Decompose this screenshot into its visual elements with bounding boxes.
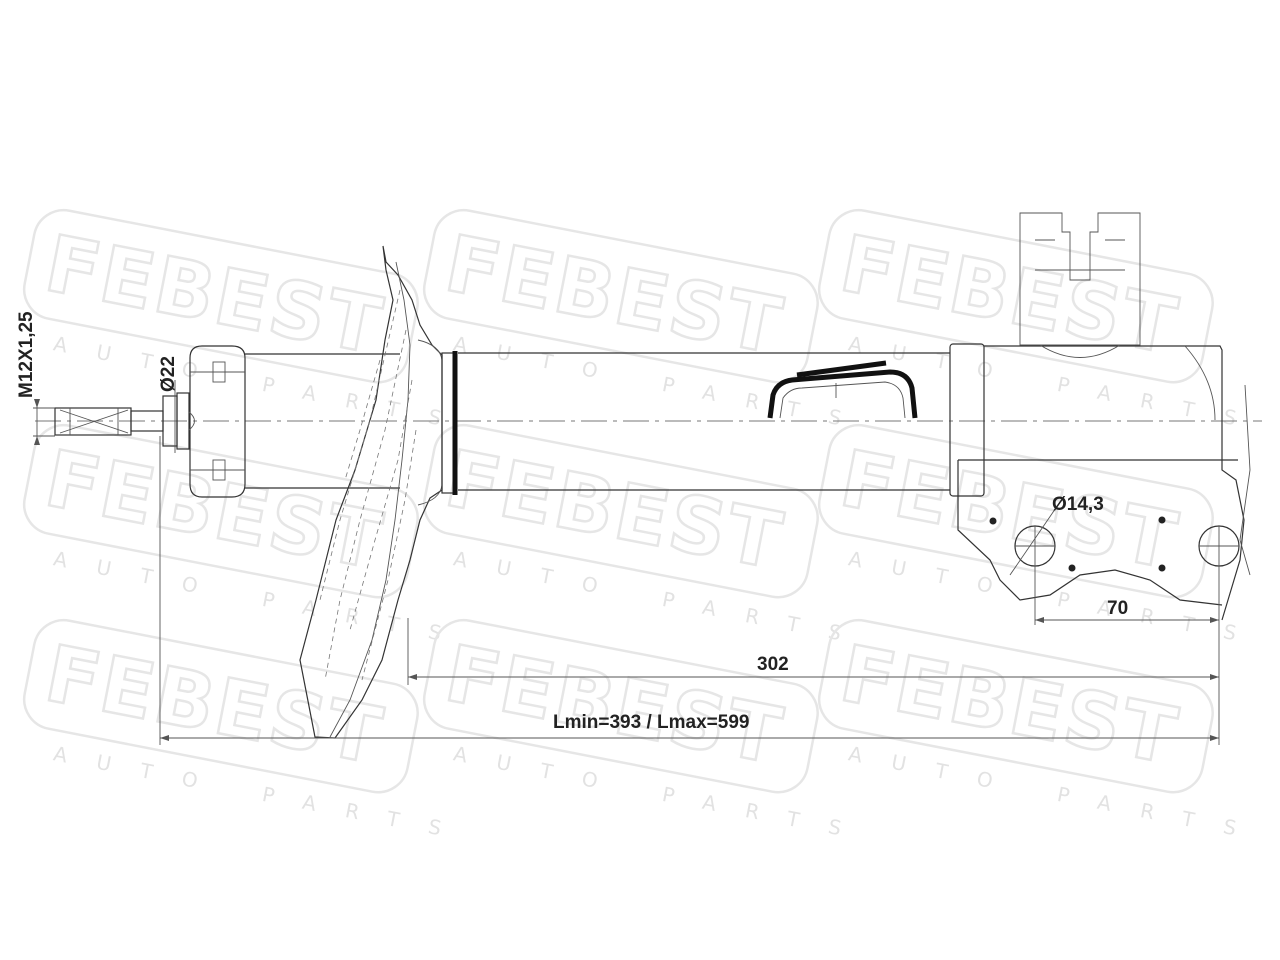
watermark-1: FEBEST AUTO PARTS [22, 208, 473, 436]
knuckle-bracket [949, 212, 1251, 621]
marker-dot [1158, 564, 1166, 572]
watermark-4: FEBEST AUTO PARTS [22, 423, 473, 651]
thread-size-label: M12X1,25 [16, 311, 37, 398]
watermark-9: FEBEST AUTO PARTS [817, 618, 1268, 846]
marker-dot [989, 517, 997, 525]
marker-dot [1158, 516, 1166, 524]
dimension-lines [33, 380, 1220, 745]
watermark-5: FEBEST AUTO PARTS [422, 423, 873, 651]
hole-diameter-label: Ø14,3 [1052, 494, 1104, 515]
hole-spacing-label: 70 [1107, 598, 1128, 619]
marker-dot [1068, 564, 1076, 572]
body-length-label: 302 [757, 654, 789, 675]
watermark-7: FEBEST AUTO PARTS [22, 618, 473, 846]
body-tube [441, 351, 950, 495]
threaded-stud [54, 392, 190, 450]
spring-seat [299, 245, 443, 739]
rod-diameter-label: Ø22 [158, 356, 179, 392]
watermark-layer: FEBEST AUTO PARTS FEBEST AUTO PARTS FEBE… [22, 208, 1268, 846]
watermark-6: FEBEST AUTO PARTS [817, 423, 1268, 651]
top-mount-cup [188, 345, 400, 498]
watermark-2: FEBEST AUTO PARTS [422, 208, 873, 436]
total-length-label: Lmin=393 / Lmax=599 [553, 712, 749, 733]
